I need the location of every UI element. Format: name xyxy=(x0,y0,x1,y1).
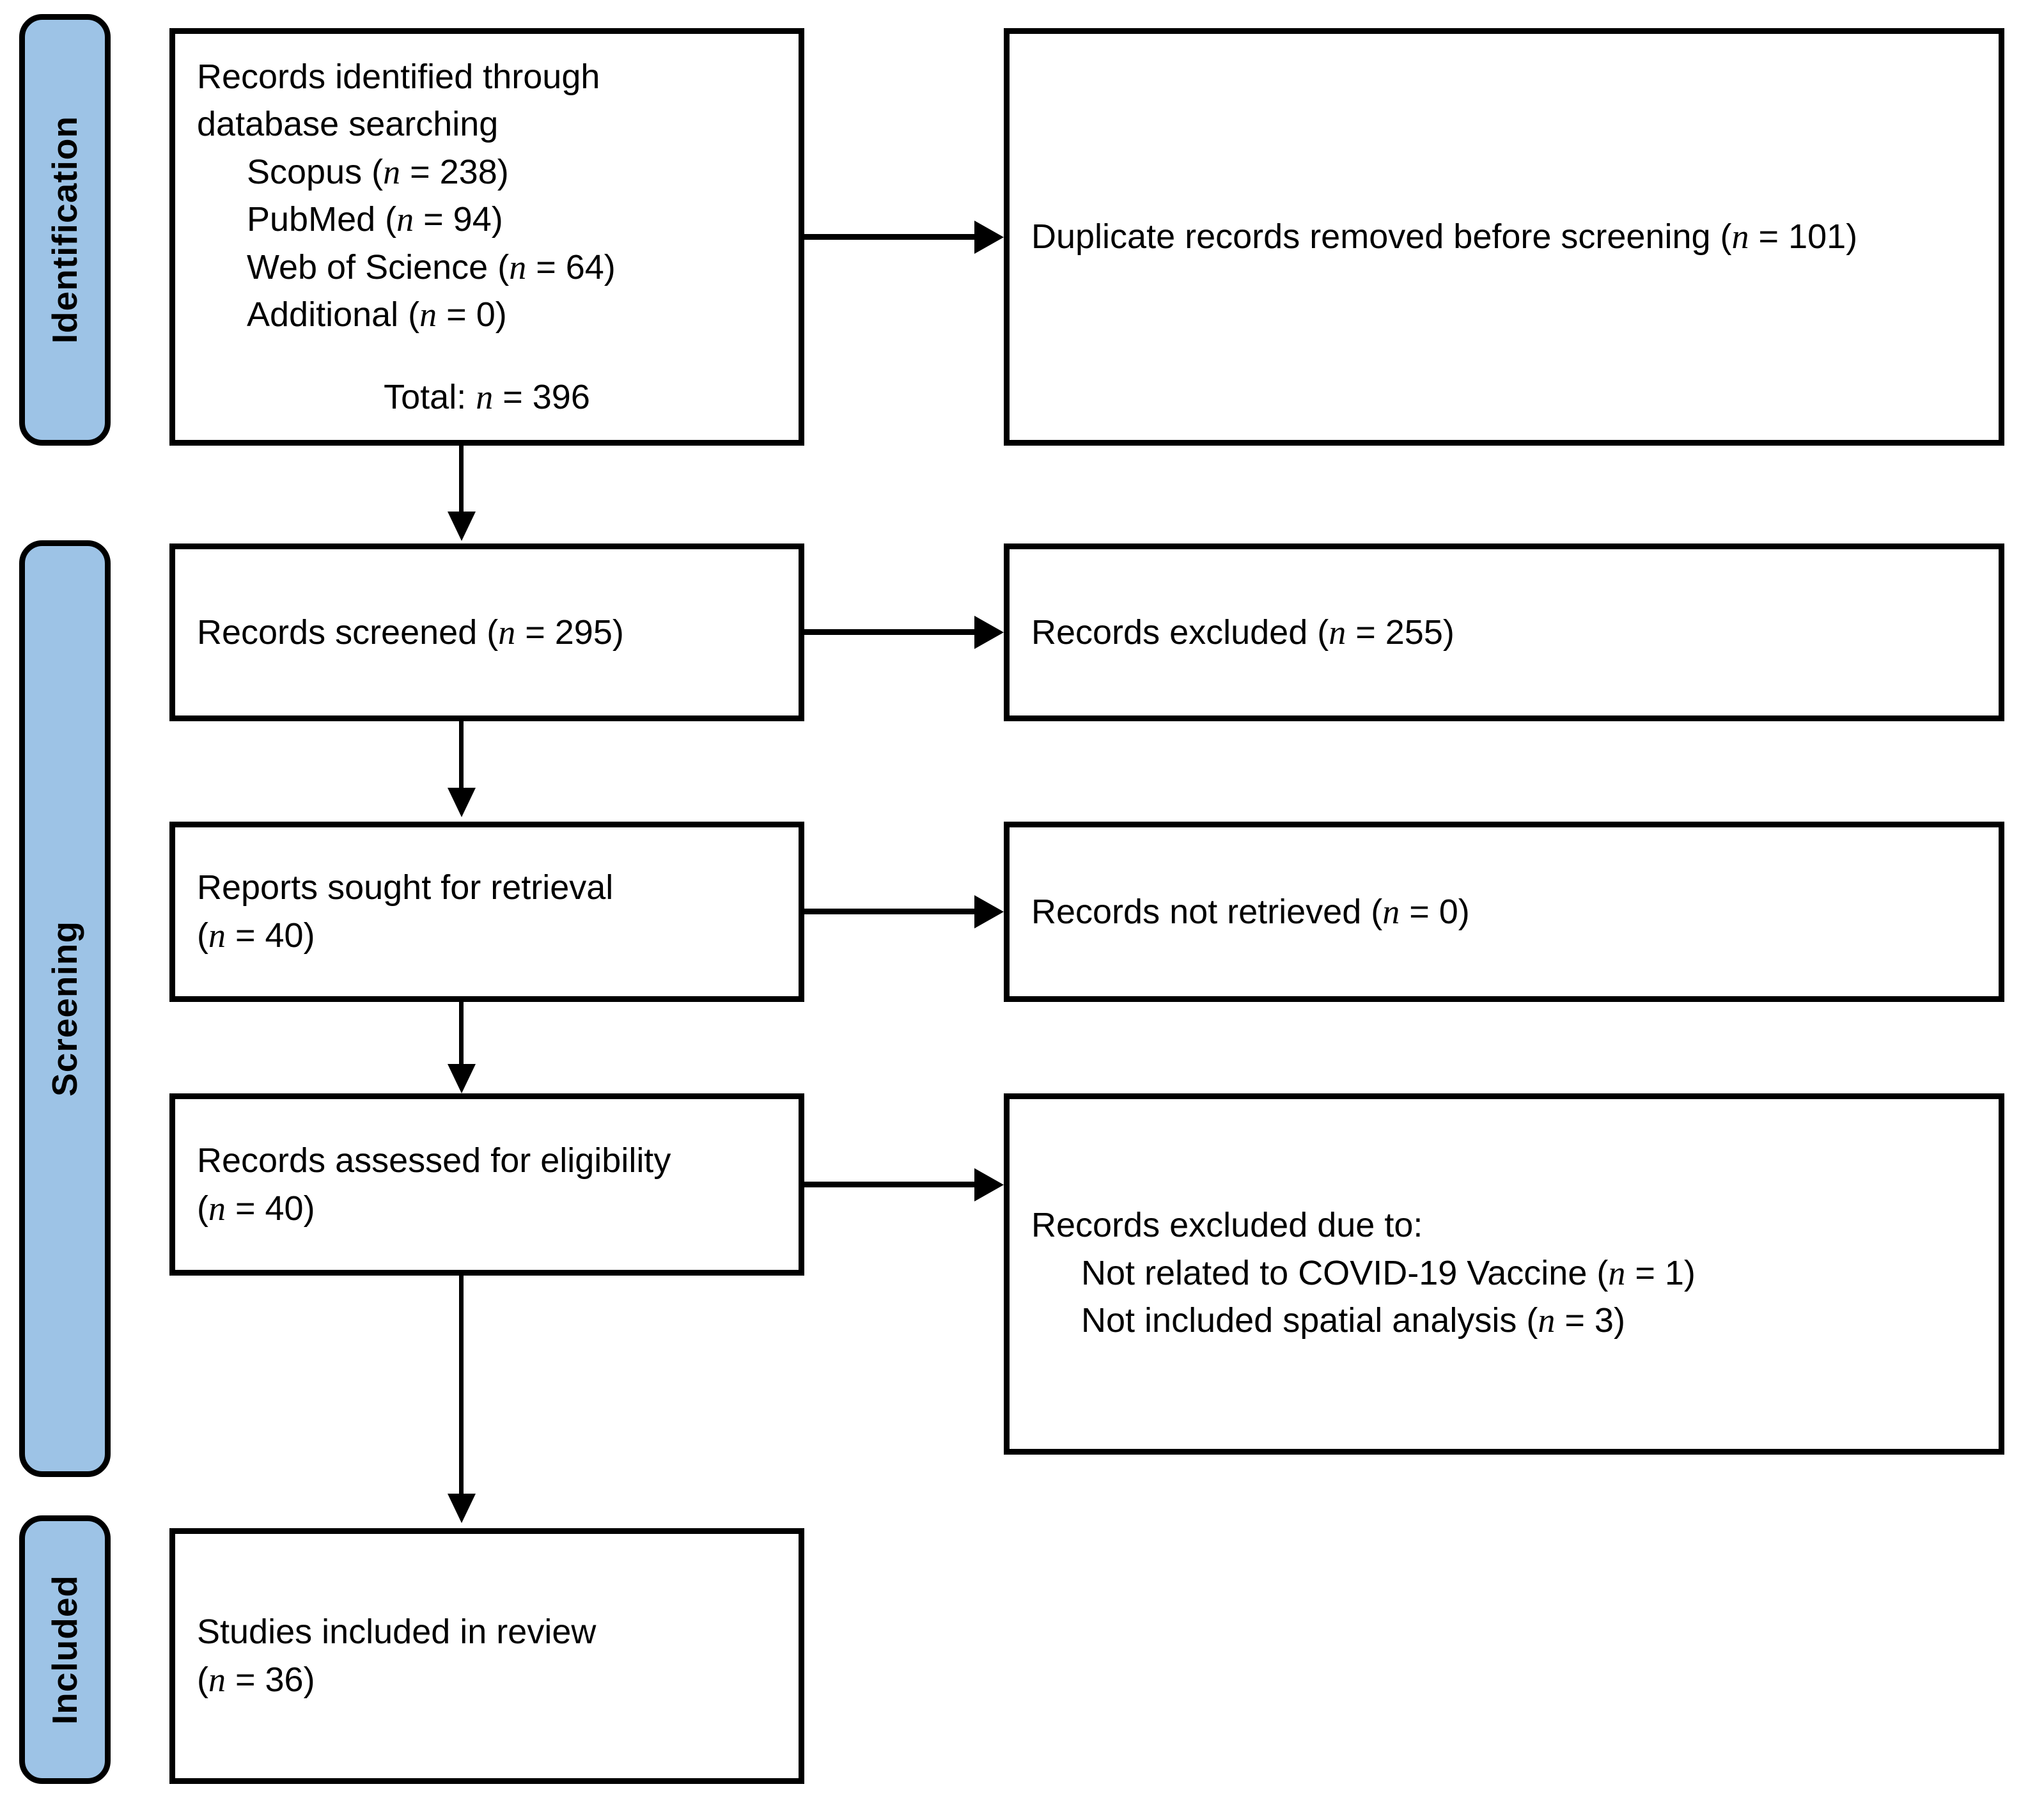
reports-sought-line2: (n = 40) xyxy=(197,916,315,955)
spacer xyxy=(197,339,777,373)
box-records-not-retrieved: Records not retrieved (n = 0) xyxy=(1004,822,2004,1002)
box-reports-sought: Reports sought for retrieval (n = 40) xyxy=(169,822,804,1002)
arrowhead-assessed-to-excluded-reasons xyxy=(974,1168,1004,1201)
box-records-identified: Records identified through database sear… xyxy=(169,28,804,446)
studies-included-line1: Studies included in review xyxy=(197,1613,597,1652)
box-reports-sought-text: Reports sought for retrieval (n = 40) xyxy=(175,864,799,959)
connector-sought-to-assessed xyxy=(459,1002,464,1069)
stage-pill-identification: Identification xyxy=(19,14,111,446)
source-web-of-science: Web of Science (n = 64) xyxy=(247,247,616,286)
stage-label-identification: Identification xyxy=(45,116,84,344)
connector-assessed-to-included xyxy=(459,1276,464,1496)
duplicates-removed-line: Duplicate records removed before screeni… xyxy=(1031,217,1858,256)
box-records-assessed-text: Records assessed for eligibility (n = 40… xyxy=(175,1137,799,1232)
excluded-reasons-heading: Records excluded due to: xyxy=(1031,1206,1423,1244)
records-not-retrieved-line: Records not retrieved (n = 0) xyxy=(1031,892,1470,931)
arrowhead-screened-to-sought xyxy=(448,788,476,817)
stage-pill-included: Included xyxy=(19,1515,111,1784)
records-identified-total: Total: n = 396 xyxy=(384,377,590,416)
arrowhead-identified-to-screened xyxy=(448,512,476,541)
stage-label-included: Included xyxy=(45,1574,84,1725)
box-records-screened-text: Records screened (n = 295) xyxy=(175,609,799,657)
connector-assessed-to-excluded-reasons xyxy=(804,1182,976,1187)
box-excluded-reasons: Records excluded due to: Not related to … xyxy=(1004,1093,2004,1455)
excluded-reason-2: Not included spatial analysis (n = 3) xyxy=(1081,1301,1625,1340)
box-records-screened: Records screened (n = 295) xyxy=(169,543,804,721)
box-records-assessed: Records assessed for eligibility (n = 40… xyxy=(169,1093,804,1276)
records-excluded-line: Records excluded (n = 255) xyxy=(1031,613,1455,652)
box-records-not-retrieved-text: Records not retrieved (n = 0) xyxy=(1010,888,1999,936)
source-pubmed: PubMed (n = 94) xyxy=(247,200,503,239)
records-assessed-line2: (n = 40) xyxy=(197,1189,315,1228)
connector-screened-to-sought xyxy=(459,721,464,792)
reports-sought-line1: Reports sought for retrieval xyxy=(197,868,614,907)
arrowhead-assessed-to-included xyxy=(448,1494,476,1523)
excluded-reason-1: Not related to COVID-19 Vaccine (n = 1) xyxy=(1081,1253,1696,1292)
records-identified-line1: Records identified through xyxy=(197,57,600,96)
studies-included-line2: (n = 36) xyxy=(197,1661,315,1699)
source-additional: Additional (n = 0) xyxy=(247,295,507,334)
box-duplicates-removed-text: Duplicate records removed before screeni… xyxy=(1010,213,1999,261)
connector-identified-to-screened xyxy=(459,446,464,516)
box-studies-included-text: Studies included in review (n = 36) xyxy=(175,1608,799,1703)
records-assessed-line1: Records assessed for eligibility xyxy=(197,1141,671,1180)
connector-sought-to-not-retrieved xyxy=(804,909,976,914)
arrowhead-sought-to-not-retrieved xyxy=(974,895,1004,928)
arrowhead-sought-to-assessed xyxy=(448,1064,476,1093)
stage-pill-screening: Screening xyxy=(19,540,111,1477)
connector-screened-to-excluded xyxy=(804,629,976,635)
records-identified-line2: database searching xyxy=(197,105,499,144)
box-records-excluded-text: Records excluded (n = 255) xyxy=(1010,609,1999,657)
stage-label-screening: Screening xyxy=(45,921,84,1097)
box-excluded-reasons-text: Records excluded due to: Not related to … xyxy=(1010,1201,1999,1345)
box-duplicates-removed: Duplicate records removed before screeni… xyxy=(1004,28,2004,446)
arrowhead-screened-to-excluded xyxy=(974,616,1004,649)
box-studies-included: Studies included in review (n = 36) xyxy=(169,1528,804,1784)
source-scopus: Scopus (n = 238) xyxy=(247,152,509,191)
box-records-identified-text: Records identified through database sear… xyxy=(175,53,799,421)
connector-identified-to-duplicates xyxy=(804,234,976,240)
box-records-excluded: Records excluded (n = 255) xyxy=(1004,543,2004,721)
records-screened-line: Records screened (n = 295) xyxy=(197,613,624,652)
arrowhead-identified-to-duplicates xyxy=(974,221,1004,254)
